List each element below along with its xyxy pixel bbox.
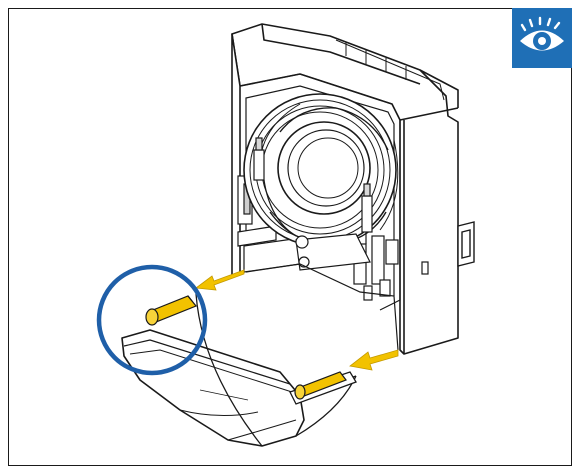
insert-arrow-left — [194, 269, 245, 291]
insert-arrow-right — [349, 349, 399, 371]
detail-highlight-circle — [96, 264, 208, 376]
coil-assembly — [243, 93, 399, 247]
left-bracket — [237, 175, 301, 273]
housing-body — [231, 23, 459, 355]
front-cover — [121, 329, 305, 447]
view-badge — [512, 8, 572, 68]
left-hinge-pin — [145, 295, 197, 326]
side-slot — [421, 261, 429, 275]
housing-top-edge — [335, 39, 445, 101]
right-hinge-pin — [294, 371, 347, 400]
side-mount-tab — [457, 221, 475, 267]
cavity-floor — [245, 263, 399, 351]
eye-icon — [520, 16, 564, 51]
